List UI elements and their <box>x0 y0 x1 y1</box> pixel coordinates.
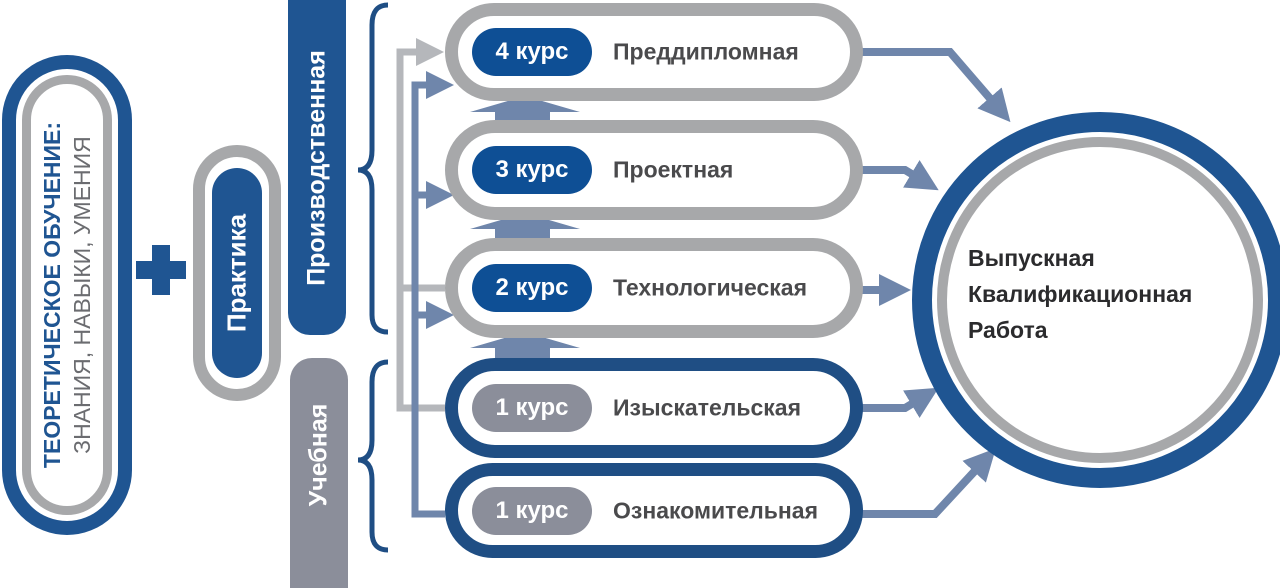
brace-production <box>357 2 389 335</box>
course-pill-preddiplomnaya: 4 курс Преддипломная <box>445 3 863 101</box>
up-arrow <box>470 332 580 358</box>
course-pill-oznakomitelnaya: 1 курс Ознакомительная <box>445 463 863 558</box>
category-production: Производственная <box>288 0 346 335</box>
result-circle <box>912 112 1280 488</box>
practice-block: Практика <box>193 145 281 401</box>
practice-label: Практика <box>221 213 252 333</box>
course-name: Изыскательская <box>613 394 802 421</box>
course-badge: 2 курс <box>472 264 592 312</box>
course-pill-proektnaya: 3 курс Проектная <box>445 120 863 220</box>
course-name: Технологическая <box>613 274 807 301</box>
up-arrow <box>470 96 580 120</box>
brace-educational <box>357 359 389 553</box>
theory-subtitle: ЗНАНИЯ, НАВЫКИ, УМЕНИЯ <box>69 136 95 454</box>
course-name: Проектная <box>613 156 734 183</box>
course-name: Преддипломная <box>613 38 799 65</box>
theory-block: ТЕОРЕТИЧЕСКОЕ ОБУЧЕНИЕ: ЗНАНИЯ, НАВЫКИ, … <box>2 55 132 535</box>
course-badge: 3 курс <box>472 146 592 194</box>
up-arrow <box>470 213 580 238</box>
connectors <box>136 2 1280 553</box>
category-educational: Учебная <box>290 358 348 588</box>
course-badge: 4 курс <box>472 28 592 76</box>
theory-title: ТЕОРЕТИЧЕСКОЕ ОБУЧЕНИЕ: <box>39 121 65 469</box>
result-label: Выпускная Квалификационная Работа <box>968 245 1193 343</box>
course-badge: 1 курс <box>472 384 592 432</box>
course-pill-izyskatelskaya: 1 курс Изыскательская <box>445 358 863 458</box>
course-badge: 1 курс <box>472 486 592 535</box>
course-pill-tekhnologicheskaya: 2 курс Технологическая <box>445 238 863 338</box>
course-name: Ознакомительная <box>613 497 819 523</box>
